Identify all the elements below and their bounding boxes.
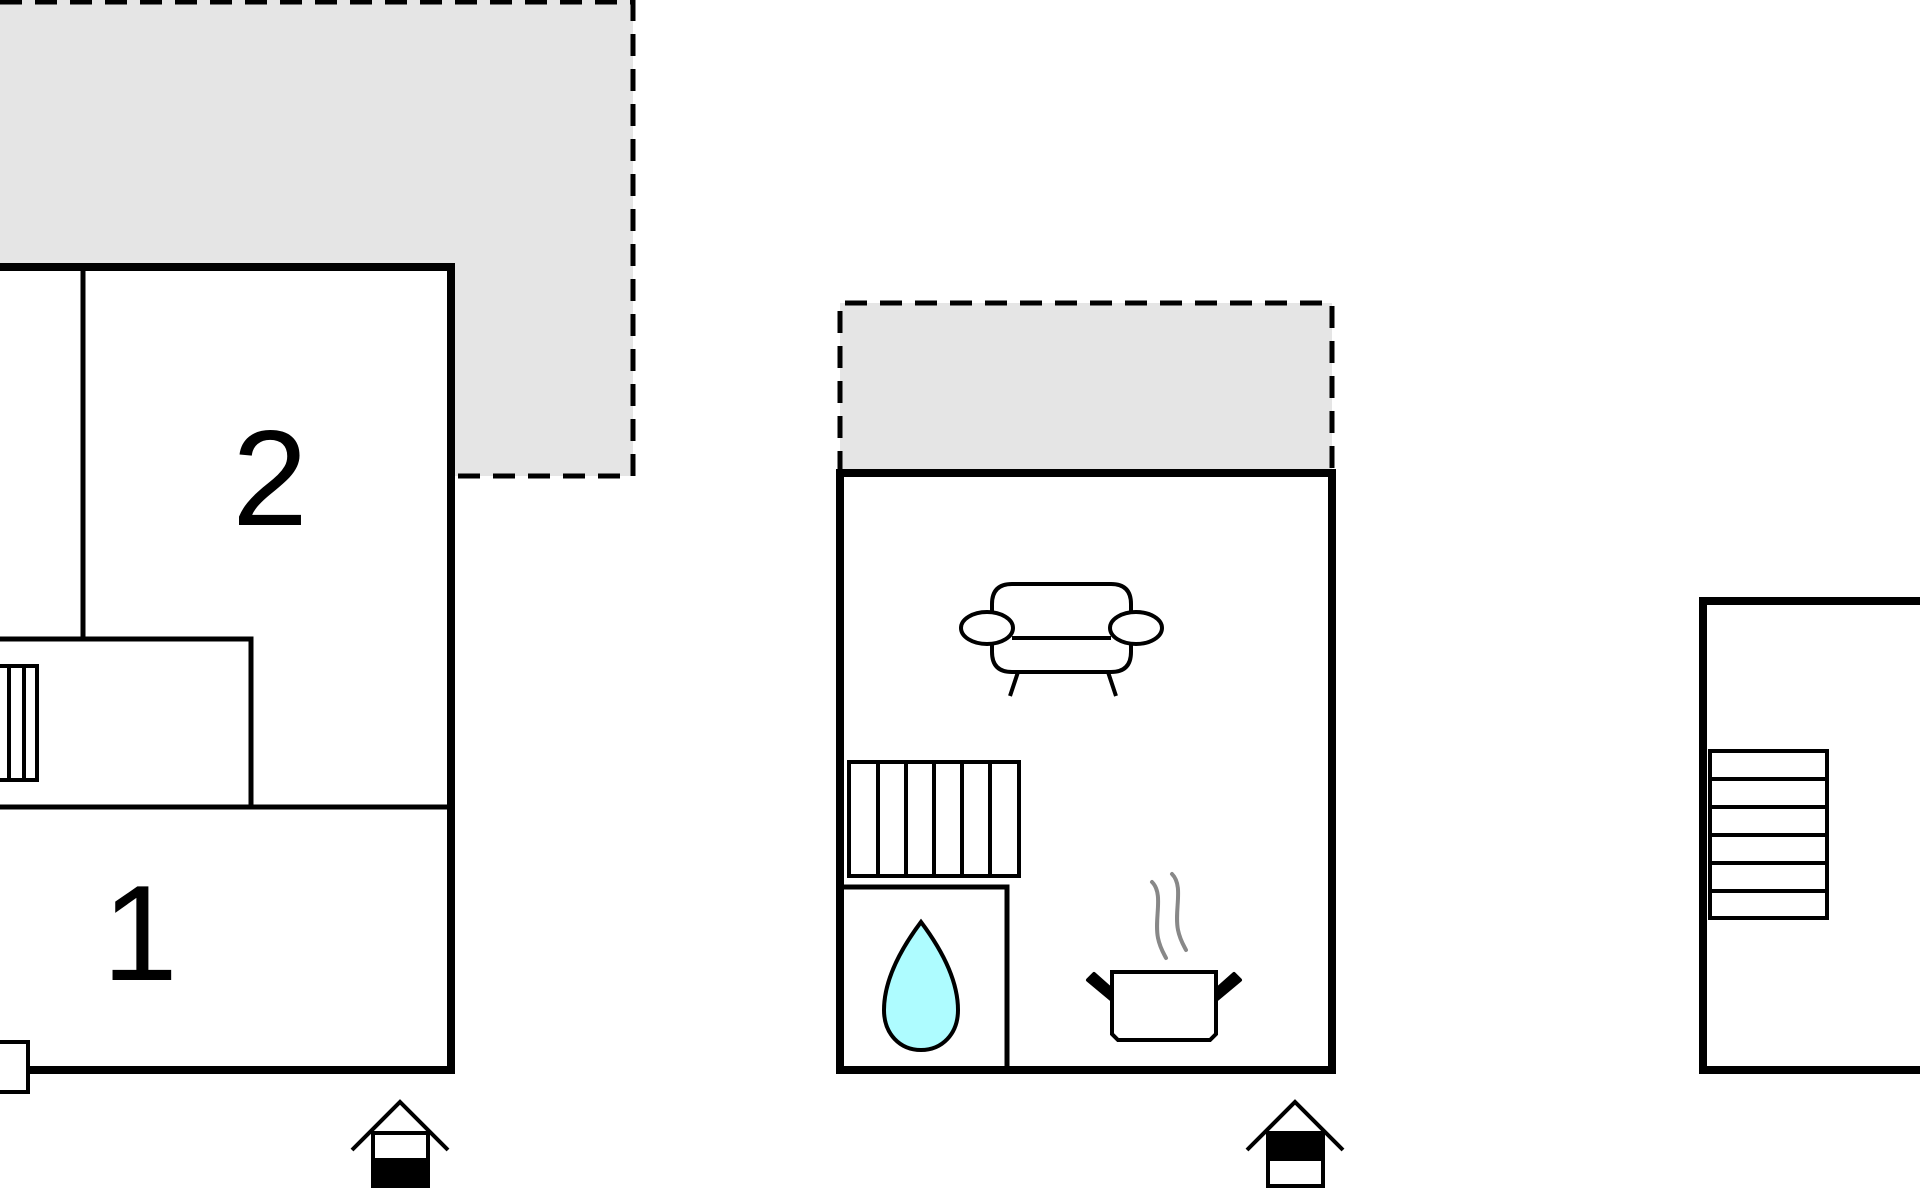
bathroom-water-drop-icon	[881, 918, 961, 1053]
middle-bathroom-wall	[844, 884, 1010, 1066]
room-number-2: 2	[232, 402, 308, 554]
left-wall-fixture	[0, 1040, 30, 1094]
middle-floor-plan	[836, 300, 1345, 1188]
middle-terrace	[840, 303, 1332, 471]
entrance-upper-floor-icon	[350, 1099, 450, 1188]
left-terrace-outline	[0, 0, 636, 479]
staircase-icon	[0, 664, 39, 782]
right-floor-plan	[1699, 597, 1920, 1074]
left-outer-wall	[0, 263, 455, 1074]
room-number-1: 1	[102, 857, 178, 1009]
staircase-icon	[1708, 749, 1829, 920]
sofa-icon	[959, 582, 1164, 697]
left-floor-plan: 2 1	[0, 0, 636, 1188]
right-outer-wall	[1699, 597, 1920, 1074]
left-terrace	[0, 0, 633, 476]
cooking-pot-icon	[1086, 872, 1242, 1042]
entrance-ground-floor-icon	[1245, 1099, 1345, 1188]
middle-outer-wall	[836, 469, 1336, 1074]
staircase-icon	[847, 760, 1021, 878]
left-interior-wall-hall	[0, 636, 254, 807]
middle-terrace-outline	[837, 300, 1335, 473]
